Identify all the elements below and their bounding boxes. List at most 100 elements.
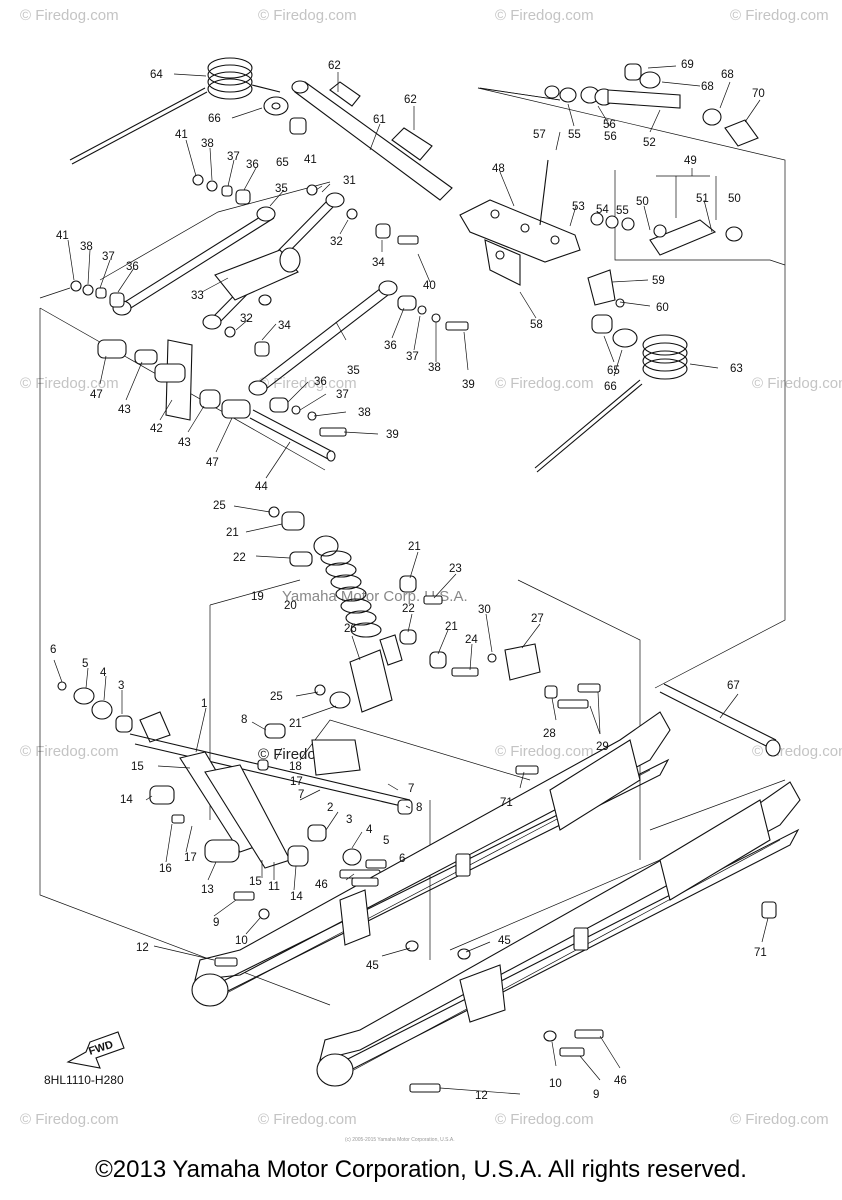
rear-shock [268,506,601,713]
callout: 31 [343,175,356,187]
callout: 1 [201,698,207,710]
callout: 17 [184,852,197,864]
slide-rail-right [316,781,801,1093]
callout: 49 [684,155,697,167]
left-hardware [70,174,336,462]
callout: 60 [656,302,669,314]
callout: 22 [233,552,246,564]
watermark: © Firedog.com [730,1111,829,1128]
callout: 46 [315,879,328,891]
callout: 38 [201,138,214,150]
callout: 71 [500,797,513,809]
callout: 16 [159,863,172,875]
callout: 43 [178,437,191,449]
callout: 44 [255,481,268,493]
watermark: © Firedog.com [495,743,594,760]
watermark: © Firedog.com [20,7,119,24]
slide-rail-left [191,711,671,1007]
callout: 10 [549,1078,562,1090]
callout: 36 [126,261,139,273]
watermark-layer: © Firedog.com © Firedog.com © Firedog.co… [20,7,842,1143]
callout: 9 [593,1089,599,1101]
callout: 20 [284,600,297,612]
callout: 45 [498,935,511,947]
front-arm-lower [57,681,413,920]
callout: 32 [240,313,253,325]
callout: 27 [531,613,544,625]
callout: 15 [249,876,262,888]
callout: 7 [408,783,414,795]
callout: 13 [201,884,214,896]
callout: 5 [383,835,389,847]
callout: 68 [701,81,714,93]
callout: 66 [208,113,221,125]
callout: 23 [449,563,462,575]
callout: 65 [607,365,620,377]
callout: 65 [276,157,289,169]
watermark: © Firedog.com [495,1111,594,1128]
callout: 66 [604,381,617,393]
upper-arm-assembly [459,159,743,306]
callout: 35 [347,365,360,377]
callout: 70 [752,88,765,100]
callout: 50 [636,196,649,208]
callout: 21 [226,527,239,539]
callout: 56 [603,119,616,131]
callout: 38 [358,407,371,419]
callouts: 1 2 3 3 4 4 5 5 6 6 7 7 8 8 9 9 10 10 11… [50,59,767,1102]
callout: 43 [118,404,131,416]
callout: 3 [346,814,352,826]
callout: 25 [213,500,226,512]
leader-lines [53,65,769,1095]
callout: 17 [290,776,303,788]
callout: 3 [118,680,124,692]
callout: 62 [404,94,417,106]
callout: 15 [131,761,144,773]
callout: 21 [408,541,421,553]
callout: 25 [270,691,283,703]
torque-arm-lower [248,280,398,396]
callout: 21 [445,621,458,633]
watermark: © Firedog.com [495,375,594,392]
watermark: © Firedog.com [752,375,842,392]
callout: 34 [278,320,291,332]
callout: 35 [275,183,288,195]
callout: 36 [246,159,259,171]
rear-shaft [659,683,781,757]
watermark-small: (c) 2005-2015 Yamaha Motor Corporation, … [345,1137,455,1143]
callout: 2 [327,802,333,814]
callout: 19 [251,591,264,603]
callout: 18 [289,761,302,773]
callout: 30 [478,604,491,616]
callout: 41 [56,230,69,242]
callout: 38 [428,362,441,374]
callout: 11 [268,881,280,893]
upper-spring-right [534,298,688,473]
watermark: © Firedog.com [730,7,829,24]
exploded-parts-diagram: © Firedog.com © Firedog.com © Firedog.co… [20,7,842,1143]
callout: 41 [304,154,317,166]
callout: 37 [336,389,349,401]
mid-hardware [224,184,469,437]
callout: 6 [50,644,56,656]
watermark-corp: Yamaha Motor Corp. U.S.A. [282,588,468,605]
callout: 45 [366,960,379,972]
callout: 51 [696,193,709,205]
callout: 12 [475,1090,488,1102]
callout: 37 [102,251,115,263]
callout: 8 [241,714,247,726]
watermark: © Firedog.com [20,743,119,760]
diagram-code: 8HL1110-H280 [44,1073,124,1087]
callout: 21 [289,718,302,730]
callout: 5 [82,658,88,670]
callout: 63 [730,363,743,375]
callout: 39 [386,429,399,441]
callout: 55 [616,205,629,217]
upper-bushings-right [544,63,759,147]
callout: 4 [100,667,107,679]
callout: 33 [191,290,204,302]
upper-shaft [263,80,453,201]
callout: 29 [596,741,609,753]
callout: 37 [227,151,240,163]
callout: 10 [235,935,248,947]
